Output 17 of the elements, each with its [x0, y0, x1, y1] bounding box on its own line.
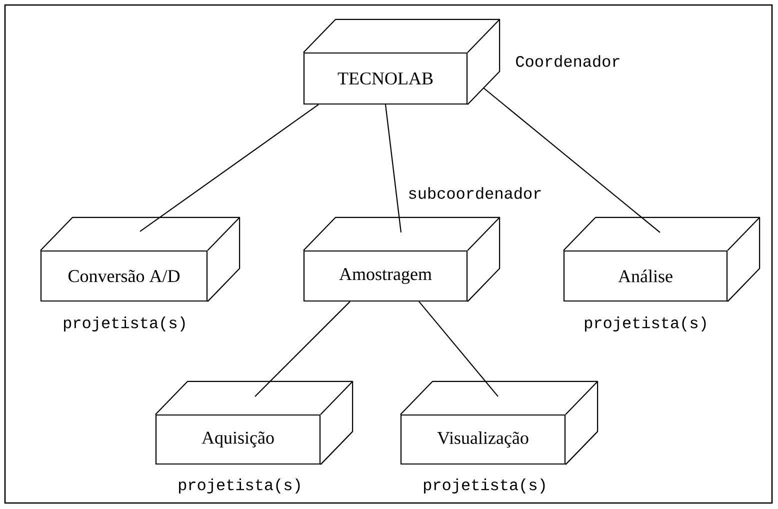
box: Análise: [562, 216, 760, 302]
box: Amostragem: [302, 216, 500, 302]
role-label: subcoordenador: [409, 187, 541, 199]
connector: [483, 88, 660, 233]
connector: [384, 104, 402, 233]
box: Visualização: [400, 380, 598, 466]
role-label: Coordenador: [516, 55, 620, 67]
box: Aquisição: [154, 380, 354, 466]
connector: [140, 104, 319, 232]
role-label: projetista(s): [424, 478, 545, 494]
role-label: projetista(s): [585, 316, 706, 332]
connector: [254, 301, 350, 397]
role-label: projetista(s): [179, 478, 300, 494]
box: Conversão A/D: [40, 216, 240, 302]
role-label: projetista(s): [64, 316, 185, 332]
box: TECNOLAB: [302, 18, 500, 106]
connector: [418, 301, 498, 397]
